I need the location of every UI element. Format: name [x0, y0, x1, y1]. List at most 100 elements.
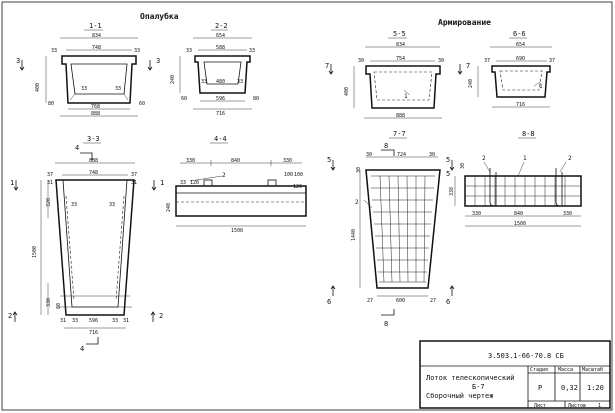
cut-mark-1-right: 1 — [160, 179, 164, 187]
document-code: 3.503.1-66-70.8 СБ — [488, 352, 564, 360]
section-1-1: 1-1 834 748 33 33 400 80 60 33 33 768 88… — [16, 22, 160, 117]
position-2-d: 2 — [568, 155, 572, 162]
dim-240-c: 240 — [166, 203, 172, 212]
dim-840-a: 840 — [231, 158, 240, 164]
cut-mark-4-bottom: 4 — [80, 345, 84, 353]
dim-30-d: 30 — [429, 152, 435, 158]
section-label-7-7: 7-7 — [393, 130, 406, 138]
dim-33-g: 33 — [201, 79, 207, 85]
dim-33-c: 33 — [81, 86, 87, 92]
position-2-b: 2 — [355, 199, 359, 206]
dim-37-a: 37 — [484, 58, 490, 64]
section-label-4-4: 4-4 — [214, 135, 227, 143]
dim-588-a: 588 — [216, 45, 225, 51]
title-line-3: Сборочный чертеж — [426, 392, 494, 400]
cut-mark-5-8: 5 — [446, 170, 450, 178]
heading-formwork: Опалубка — [140, 11, 179, 21]
cut-mark-3-right: 3 — [156, 57, 160, 65]
column-stage: Стадия — [530, 367, 548, 373]
dim-834-a: 834 — [92, 33, 101, 39]
dim-480: 480 — [216, 79, 225, 85]
heading-reinforcement: Армирование — [438, 18, 491, 27]
position-2-c: 2 — [482, 155, 486, 162]
dim-690: 690 — [516, 56, 525, 62]
dim-888-c: 888 — [89, 158, 98, 164]
dim-33-h: 33 — [237, 79, 243, 85]
section-3-3: 3-3 4 888 748 37 37 31 31 33 33 1500 320… — [8, 135, 164, 353]
dim-330-c: 330 — [283, 158, 292, 164]
section-label-5-5: 5-5 — [393, 30, 406, 38]
dim-27-b: 27 — [430, 298, 436, 304]
dim-33-k: 33 — [72, 318, 78, 324]
cut-mark-4-top: 4 — [75, 144, 79, 152]
dim-33-j: 33 — [109, 202, 115, 208]
cut-mark-5-left: 5 — [327, 156, 331, 164]
section-4-4: 4-4 330 840 330 2 33 120 240 100 100 120… — [166, 135, 307, 234]
section-7-7: 7-7 8 30 724 30 2 1440 30 27 600 27 8 5 … — [327, 130, 455, 328]
position-1-b: 1 — [539, 83, 543, 90]
dim-338: 338 — [449, 187, 455, 196]
dim-330-e: 330 — [563, 211, 572, 217]
cut-mark-3-left: 3 — [16, 57, 20, 65]
cut-mark-2-right: 2 — [159, 312, 163, 320]
dim-654-a: 654 — [216, 33, 225, 39]
dim-33-l: 33 — [112, 318, 118, 324]
dim-888-a: 888 — [91, 111, 100, 117]
dim-31-c: 31 — [60, 318, 66, 324]
dim-1440: 1440 — [351, 229, 357, 241]
dim-724: 724 — [397, 152, 406, 158]
column-mass: Масса — [558, 367, 573, 373]
cut-mark-1-left: 1 — [10, 179, 14, 187]
dim-716-c: 716 — [89, 330, 98, 336]
dim-748-b: 748 — [89, 170, 98, 176]
dim-596-b: 596 — [89, 318, 98, 324]
stage-value: Р — [538, 384, 542, 392]
dim-60-b: 60 — [181, 96, 187, 102]
dim-80-b: 80 — [253, 96, 259, 102]
dim-596-a: 596 — [216, 96, 225, 102]
dim-1500-a: 1500 — [32, 246, 38, 258]
mass-value: 0,32 — [561, 384, 578, 392]
dim-33-a: 33 — [51, 48, 57, 54]
dim-768: 768 — [91, 104, 100, 110]
section-label-6-6: 6-6 — [513, 30, 526, 38]
section-5-5: 5-5 834 754 30 30 1 400 888 7 7 — [325, 30, 470, 119]
dim-100-b: 100 — [294, 172, 303, 178]
section-6-6: 6-6 654 690 37 37 1 240 716 — [468, 30, 555, 108]
dim-240-a: 240 — [170, 75, 176, 84]
position-1-c: 1 — [523, 155, 527, 162]
dim-30-b: 30 — [438, 58, 444, 64]
sheets-count: 1 — [598, 403, 601, 409]
dim-834-b: 834 — [396, 42, 405, 48]
section-label-2-2: 2-2 — [215, 22, 228, 30]
title-line-1: Лоток телескопический — [426, 374, 515, 382]
dim-330-d: 330 — [472, 211, 481, 217]
dim-27-a: 27 — [367, 298, 373, 304]
dim-654-b: 654 — [516, 42, 525, 48]
section-label-1-1: 1-1 — [89, 22, 102, 30]
dim-37-c: 37 — [47, 172, 53, 178]
dim-716-a: 716 — [216, 111, 225, 117]
cut-mark-8-bottom: 8 — [384, 320, 388, 328]
dim-33-b: 33 — [134, 48, 140, 54]
dim-60-a: 60 — [139, 101, 145, 107]
dim-330-b: 330 — [186, 158, 195, 164]
dim-888-b: 888 — [396, 113, 405, 119]
section-2-2: 2-2 654 588 33 33 240 60 80 33 480 33 59… — [170, 22, 259, 117]
dim-330-a: 330 — [46, 298, 52, 307]
dim-120-a: 120 — [190, 180, 199, 186]
scale-value: 1:20 — [587, 384, 604, 392]
cut-mark-6-right: 6 — [446, 298, 450, 306]
dim-320: 320 — [46, 198, 52, 207]
title-line-2: Б-7 — [472, 383, 485, 391]
dim-1500-b: 1500 — [231, 228, 243, 234]
section-label-3-3: 3-3 — [87, 135, 100, 143]
dim-240-b: 240 — [468, 79, 474, 88]
cut-mark-7-right: 7 — [466, 62, 470, 70]
dim-840-b: 840 — [514, 211, 523, 217]
dim-120-b: 120 — [293, 184, 302, 190]
dim-716-b: 716 — [516, 102, 525, 108]
dim-30-f: 30 — [460, 163, 466, 169]
title-block: 3.503.1-66-70.8 СБ Лоток телескопический… — [419, 340, 611, 409]
